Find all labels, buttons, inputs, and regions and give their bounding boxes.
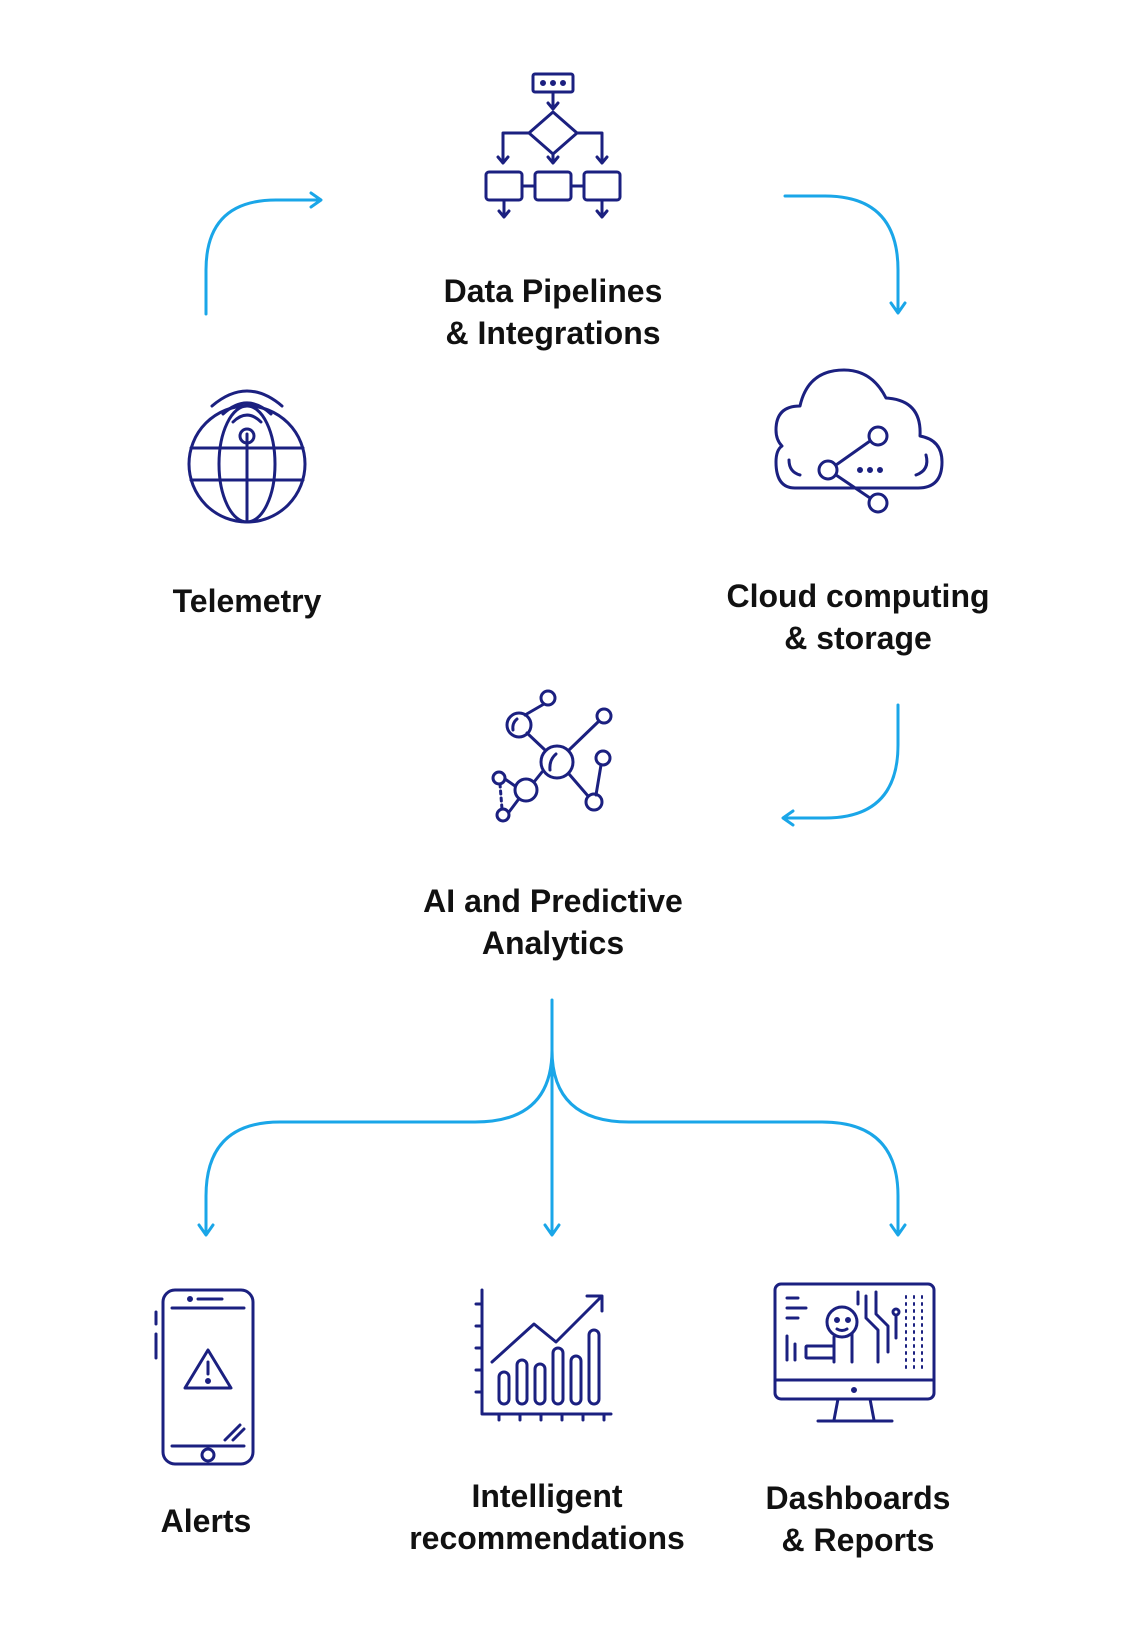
node-recommendations-label: Intelligent recommendations xyxy=(409,1475,685,1559)
node-cloud-label: Cloud computing & storage xyxy=(726,575,989,659)
recommendations-label-line1: Intelligent xyxy=(471,1478,623,1514)
alerts-label-line1: Alerts xyxy=(160,1503,252,1539)
cloud-label-line2: & storage xyxy=(784,620,932,656)
arrow-cloud-to-ai xyxy=(781,703,900,827)
node-alerts-label: Alerts xyxy=(161,1500,252,1542)
node-pipelines-label: Data Pipelines & Integrations xyxy=(444,270,663,354)
molecule-network-icon xyxy=(491,689,613,823)
cloud-network-icon xyxy=(774,368,944,514)
dashboards-label-line2: & Reports xyxy=(781,1522,935,1558)
pipelines-label-line2: & Integrations xyxy=(445,315,661,351)
monitor-dashboard-icon xyxy=(773,1282,936,1423)
growth-chart-icon xyxy=(474,1288,613,1422)
node-telemetry-label: Telemetry xyxy=(173,580,322,622)
recommendations-label-line2: recommendations xyxy=(409,1520,685,1556)
arrow-ai-to-outputs xyxy=(197,998,907,1237)
globe-signal-icon xyxy=(187,389,307,524)
ai-label-line1: AI and Predictive xyxy=(423,883,683,919)
arrow-pipelines-to-cloud xyxy=(783,194,907,315)
dashboards-label-line1: Dashboards xyxy=(765,1480,951,1516)
node-ai-label: AI and Predictive Analytics xyxy=(423,880,683,964)
pipelines-label-line1: Data Pipelines xyxy=(443,273,663,309)
arrow-telemetry-to-pipelines xyxy=(204,191,323,316)
telemetry-label-line1: Telemetry xyxy=(172,583,322,619)
flowchart-icon xyxy=(484,72,622,219)
node-dashboards-label: Dashboards & Reports xyxy=(766,1477,951,1561)
phone-alert-icon xyxy=(154,1288,255,1466)
cloud-label-line1: Cloud computing xyxy=(726,578,990,614)
ai-label-line2: Analytics xyxy=(481,925,625,961)
